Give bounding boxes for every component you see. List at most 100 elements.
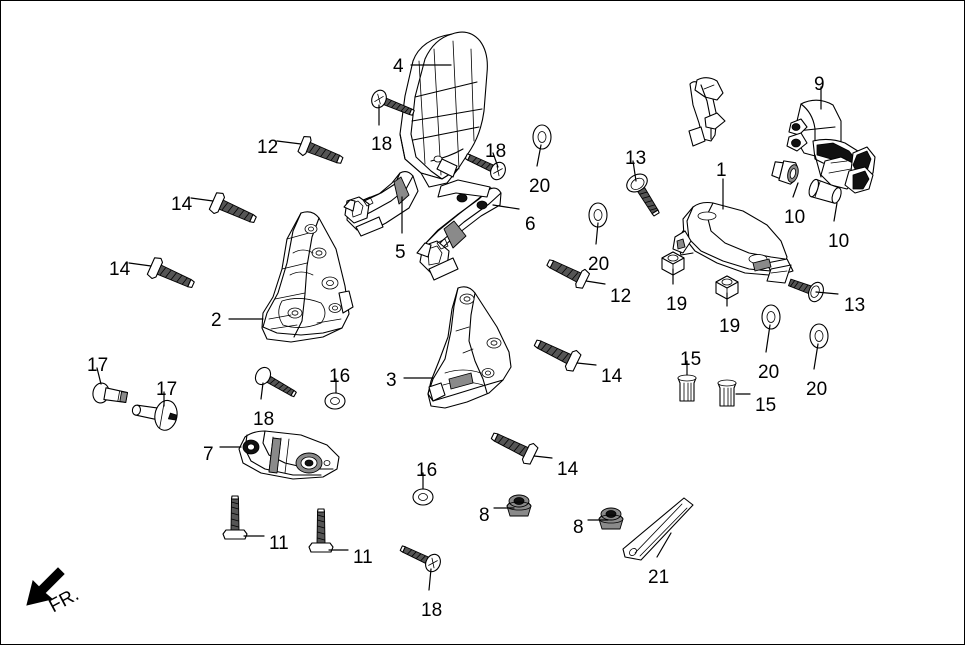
- callout-label-washer-16b: 16: [416, 460, 438, 481]
- fastener-washer-20d: [809, 323, 829, 349]
- callout-label-pivot-bolt-b: 10: [828, 231, 850, 252]
- leader-line-pivot-bolt-a: [792, 182, 799, 198]
- callout-label-flange-bolt-14c: 14: [601, 366, 623, 387]
- part-left-step-bracket: [261, 211, 354, 343]
- callout-label-screw-18d: 18: [421, 600, 443, 621]
- callout-label-pin-17a: 17: [87, 355, 109, 376]
- callout-label-screw-18c: 18: [253, 409, 275, 430]
- part-foot-bracket-arm: [672, 201, 794, 284]
- callout-label-hex-nut-b: 19: [719, 316, 741, 337]
- leader-line-screw-18d: [428, 568, 432, 591]
- fastener-washer-20a: [532, 124, 552, 150]
- callout-label-left-step-bracket: 2: [211, 310, 222, 331]
- leader-line-flange-bolt-14d: [533, 455, 553, 459]
- fastener-pivot-bolt-10b: [808, 178, 842, 204]
- fastener-hex-nut-b: [715, 275, 739, 300]
- callout-label-flange-bolt-12a: 12: [257, 137, 279, 158]
- fastener-rubber-grommet-b: [598, 507, 624, 530]
- leader-line-washer-20b: [595, 222, 599, 245]
- fastener-washer-20c: [761, 304, 781, 330]
- callout-label-washer-20c: 20: [758, 362, 780, 383]
- fastener-rubber-grommet-a: [506, 494, 532, 517]
- fastener-flange-bolt-14b: [146, 257, 195, 289]
- fastener-collar-insert-a: [677, 374, 697, 402]
- callout-label-screw-18b: 18: [485, 141, 507, 162]
- callout-label-flange-bolt-a: 11: [269, 533, 289, 554]
- callout-label-hex-nut-a: 19: [666, 294, 688, 315]
- callout-label-flange-bolt-12b: 12: [610, 286, 632, 307]
- fastener-flange-bolt-12b: [546, 259, 591, 289]
- callout-label-foot-bracket-arm: 1: [716, 160, 727, 181]
- fastener-collar-insert-b: [717, 379, 737, 407]
- leader-line-button-bolt-13a: [632, 160, 637, 182]
- callout-label-flange-bolt-14a: 14: [171, 194, 193, 215]
- fastener-flange-bolt-11b: [308, 508, 334, 553]
- callout-label-right-step-bracket: 3: [386, 370, 397, 391]
- callout-label-flange-bolt-b: 11: [353, 547, 373, 568]
- callout-label-washer-16a: 16: [329, 366, 351, 387]
- leader-line-flange-bolt-14b: [128, 262, 152, 267]
- fastener-washer-16b: [412, 488, 434, 506]
- callout-label-screw-18a: 18: [371, 134, 393, 155]
- callout-label-rubber-grommet-right: 8: [573, 517, 584, 538]
- leader-line-screw-18c: [260, 382, 264, 400]
- fastener-flange-bolt-11a: [222, 495, 248, 540]
- leader-line-washer-20c: [765, 324, 771, 353]
- callout-label-washer-20d: 20: [806, 379, 828, 400]
- fastener-flange-bolt-14c: [533, 339, 582, 372]
- fastener-screw-18a: [371, 89, 415, 116]
- callout-label-washer-20b: 20: [588, 254, 610, 275]
- part-right-step-bracket: [427, 286, 512, 409]
- part-shift-lever-small: [343, 170, 419, 237]
- fastener-button-bolt-13a: [626, 173, 660, 217]
- fastener-pin-17b: [131, 399, 178, 431]
- callout-label-collar-insert-a: 15: [680, 349, 702, 370]
- part-footpeg-pedal: [238, 430, 340, 480]
- callout-label-pivot-bolt-a: 10: [784, 207, 806, 228]
- callout-label-collar-insert-b: 15: [755, 395, 777, 416]
- fastener-washer-16a: [324, 392, 346, 410]
- callout-label-heel-guard-assembly: 9: [814, 74, 825, 95]
- leader-line-flat-strap: [656, 532, 672, 558]
- fastener-flange-bolt-14a: [208, 192, 257, 224]
- callout-label-flat-strap: 21: [648, 567, 670, 588]
- leader-line-brake-lever-small: [492, 204, 520, 210]
- leader-line-pin-17a: [96, 367, 102, 385]
- leader-line-button-bolt-13b: [815, 291, 839, 295]
- leader-line-flange-bolt-12b: [585, 280, 606, 285]
- leader-line-washer-20d: [813, 343, 819, 370]
- leader-line-screw-18b: [492, 152, 499, 168]
- leader-line-flange-bolt-12a: [276, 140, 302, 145]
- callout-label-pin-17b: 17: [156, 379, 178, 400]
- leader-line-washer-20a: [536, 144, 542, 167]
- fastener-button-bolt-13b: [788, 278, 824, 303]
- fastener-flange-bolt-12a: [297, 136, 344, 164]
- callout-label-footpeg-pedal: 7: [203, 444, 214, 465]
- callout-label-flange-bolt-14d: 14: [557, 459, 579, 480]
- fastener-pivot-bolt-10a: [771, 160, 799, 185]
- callout-label-washer-20a: 20: [529, 176, 551, 197]
- callout-label-brake-lever-small: 6: [525, 214, 536, 235]
- leader-line-flange-bolt-14c: [576, 362, 597, 366]
- part-flat-strap: [622, 497, 694, 561]
- callout-label-rubber-grommet-left: 8: [479, 505, 490, 526]
- fastener-flange-bolt-14d: [490, 432, 539, 465]
- callout-leader-lines: [96, 64, 839, 591]
- callout-label-heat-shield-cover: 4: [393, 56, 404, 77]
- part-brake-lever-small: [416, 179, 502, 281]
- callout-label-flange-bolt-14b: 14: [109, 259, 131, 280]
- fastener-pin-17a: [92, 382, 129, 404]
- callout-label-button-bolt-13b: 13: [844, 295, 866, 316]
- callout-label-button-bolt-13a: 13: [625, 148, 647, 169]
- part-heat-shield-cover: [399, 31, 488, 188]
- part-heel-guard-assembly: [786, 99, 876, 194]
- fastener-screw-18c: [254, 366, 297, 398]
- fastener-screw-18d: [399, 545, 441, 573]
- leader-line-flange-bolt-14a: [190, 197, 214, 202]
- fastener-screw-18b: [464, 153, 506, 181]
- orientation-arrow-down-left-icon: [26, 567, 65, 606]
- callout-label-shift-lever-small: 5: [395, 242, 406, 263]
- leader-line-pivot-bolt-b: [833, 202, 838, 222]
